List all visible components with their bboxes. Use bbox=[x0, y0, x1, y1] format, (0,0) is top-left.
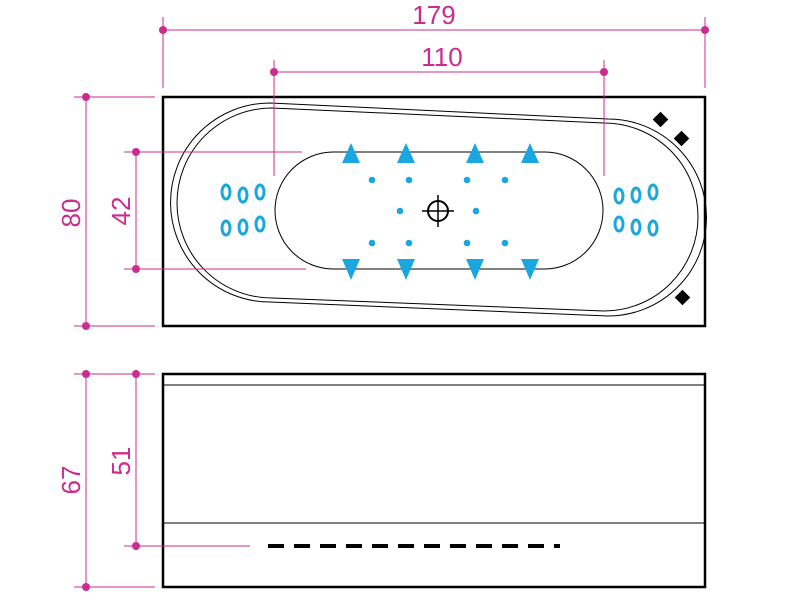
dot-icon bbox=[396, 207, 404, 215]
oval-air-jet-icon bbox=[254, 215, 266, 233]
triangle-jet-icon bbox=[342, 259, 360, 280]
dot-icon bbox=[368, 239, 376, 247]
side-view bbox=[161, 372, 707, 589]
oval-air-jet-icon bbox=[647, 219, 659, 237]
air-jets-right bbox=[613, 183, 659, 237]
dimension-inner-height: 51 bbox=[106, 447, 136, 476]
dot-icon bbox=[463, 239, 471, 247]
oval-air-jet-icon bbox=[630, 218, 642, 236]
oval-air-jet-icon bbox=[220, 183, 232, 201]
dot-icon bbox=[501, 239, 509, 247]
triangle-jet-icon bbox=[397, 143, 415, 163]
air-jets-left bbox=[220, 183, 266, 237]
oval-air-jet-icon bbox=[630, 186, 642, 204]
side-view-outline bbox=[161, 372, 707, 589]
tub-rim-inner bbox=[176, 107, 699, 312]
top-view bbox=[161, 95, 707, 328]
dot-icon bbox=[405, 239, 413, 247]
dot-icon bbox=[501, 176, 509, 184]
top-view-outline bbox=[161, 95, 707, 328]
micro-jets bbox=[368, 176, 509, 247]
dimension-total-height: 67 bbox=[56, 466, 86, 495]
triangle-jet-icon bbox=[397, 259, 415, 280]
triangle-jet-icon bbox=[466, 143, 484, 163]
dimension-total-length: 179 bbox=[412, 0, 455, 30]
jet-nozzles-bottom bbox=[342, 259, 539, 280]
oval-air-jet-icon bbox=[647, 183, 659, 201]
dimension-lines bbox=[74, 17, 709, 591]
tub-rim-outer bbox=[170, 102, 707, 317]
dot-icon bbox=[368, 176, 376, 184]
oval-air-jet-icon bbox=[237, 186, 249, 204]
triangle-jet-icon bbox=[521, 143, 539, 163]
oval-air-jet-icon bbox=[220, 219, 232, 237]
dimension-inner-width: 42 bbox=[106, 197, 136, 226]
oval-air-jet-icon bbox=[613, 187, 625, 205]
dimension-total-width: 80 bbox=[56, 199, 86, 228]
oval-air-jet-icon bbox=[613, 215, 625, 233]
tub-basin bbox=[274, 151, 604, 270]
oval-air-jet-icon bbox=[254, 183, 266, 201]
triangle-jet-icon bbox=[521, 259, 539, 280]
dot-icon bbox=[472, 207, 480, 215]
dot-icon bbox=[463, 176, 471, 184]
oval-air-jet-icon bbox=[237, 218, 249, 236]
jet-nozzles-top bbox=[342, 143, 539, 163]
drain-circle-icon bbox=[422, 195, 454, 227]
triangle-jet-icon bbox=[466, 259, 484, 280]
dot-icon bbox=[405, 176, 413, 184]
triangle-jet-icon bbox=[342, 143, 360, 163]
dimension-inner-length: 110 bbox=[421, 42, 462, 72]
